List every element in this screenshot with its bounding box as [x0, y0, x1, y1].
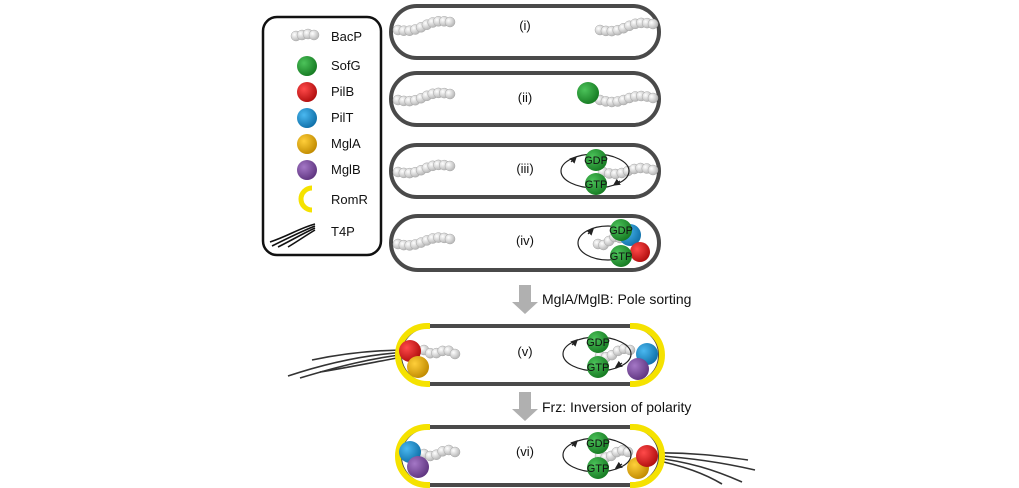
- legend: BacP SofG PilB PilT MglA MglB RomR T4P: [261, 15, 383, 257]
- t4p-pili: [649, 452, 756, 485]
- bacp-bead: [647, 164, 659, 176]
- legend-mglb-icon: [297, 160, 317, 180]
- pilb-protein: [636, 445, 658, 467]
- down-arrow-icon: [512, 285, 538, 314]
- bacp-filament: [392, 159, 456, 179]
- bacp-bead: [444, 88, 456, 100]
- cell-v: (v) GDP GTP: [287, 323, 665, 387]
- legend-pilt-icon: [297, 108, 317, 128]
- romr-cap: [630, 323, 665, 387]
- gtp-label: GTP: [587, 463, 610, 475]
- bacp-filament: [597, 162, 659, 180]
- mglb-protein: [407, 456, 429, 478]
- gtp-label: GTP: [587, 362, 610, 374]
- transition-label: MglA/MglB: Pole sorting: [542, 291, 691, 307]
- sofg-protein: [585, 173, 607, 195]
- legend-bacp-icon: [290, 28, 320, 42]
- romr-cap: [395, 323, 430, 387]
- gtp-label: GTP: [610, 251, 633, 263]
- sofg-protein: [587, 457, 609, 479]
- legend-label-sofg: SofG: [331, 58, 361, 73]
- legend-sofg-icon: [297, 56, 317, 76]
- sofg-protein: [610, 245, 632, 267]
- bacp-filament: [594, 17, 659, 37]
- gdp-label: GDP: [586, 337, 610, 349]
- bacp-bead: [449, 348, 461, 360]
- bacp-filament: [418, 344, 461, 360]
- pilb-protein: [630, 242, 650, 262]
- legend-label-bacp: BacP: [331, 29, 362, 44]
- legend-label-pilb: PilB: [331, 84, 354, 99]
- bacp-filament: [392, 87, 456, 107]
- sofg-protein: [610, 219, 632, 241]
- t4p-pili: [287, 349, 409, 379]
- legend-mgla-icon: [297, 134, 317, 154]
- transition-label: Frz: Inversion of polarity: [542, 399, 691, 415]
- bacp-filament: [594, 90, 659, 108]
- bacp-bead: [444, 160, 456, 172]
- transition-inversion: Frz: Inversion of polarity: [512, 392, 691, 421]
- cell-ii: (ii): [389, 71, 661, 127]
- legend-box: [261, 15, 383, 257]
- sofg-protein: [577, 82, 599, 104]
- mgla-protein: [407, 356, 429, 378]
- sofg-protein: [587, 331, 609, 353]
- sofg-protein: [587, 432, 609, 454]
- bacp-bead: [444, 233, 456, 245]
- cell-outline: [389, 4, 661, 60]
- gtpase-cycle: GDP GTP: [560, 149, 630, 195]
- cell-label: (ii): [518, 90, 532, 105]
- legend-label-t4p: T4P: [331, 224, 355, 239]
- legend-label-romr: RomR: [331, 192, 368, 207]
- legend-romr-icon: [298, 185, 313, 213]
- gtp-label: GTP: [585, 179, 608, 191]
- sofg-protein: [585, 149, 607, 171]
- bacp-bead: [647, 92, 659, 104]
- cell-label: (vi): [516, 444, 534, 459]
- bacp-bead: [647, 18, 659, 30]
- down-arrow-icon: [512, 392, 538, 421]
- gdp-label: GDP: [586, 438, 610, 450]
- gtpase-cycle: GDP GTP: [562, 331, 632, 378]
- legend-label-mglb: MglB: [331, 162, 361, 177]
- romr-cap: [395, 424, 430, 488]
- gtpase-cycle: GDP GTP: [577, 219, 650, 267]
- cell-label: (i): [519, 18, 531, 33]
- sofg-protein: [587, 356, 609, 378]
- cell-iv: (iv) GDP GTP: [389, 214, 661, 272]
- gdp-label: GDP: [609, 225, 633, 237]
- bacp-filament: [392, 232, 456, 251]
- cell-iii: (iii) GDP GTP: [389, 143, 661, 199]
- bacp-bead: [449, 446, 461, 458]
- legend-label-mgla: MglA: [331, 136, 361, 151]
- cell-label: (iv): [516, 233, 534, 248]
- cell-label: (iii): [516, 161, 533, 176]
- bacp-bead: [444, 16, 456, 28]
- legend-t4p-icon: [269, 223, 316, 248]
- gtpase-cycle: GDP GTP: [562, 432, 632, 479]
- transition-pole-sorting: MglA/MglB: Pole sorting: [512, 285, 691, 314]
- cell-vi: (vi) GDP GTP: [395, 424, 756, 488]
- mglb-protein: [627, 358, 649, 380]
- romr-cap: [630, 424, 665, 488]
- gdp-label: GDP: [584, 155, 608, 167]
- cell-i: (i): [389, 4, 661, 60]
- legend-pilb-icon: [297, 82, 317, 102]
- legend-label-pilt: PilT: [331, 110, 353, 125]
- cell-label: (v): [517, 344, 532, 359]
- bacp-filament: [392, 16, 456, 36]
